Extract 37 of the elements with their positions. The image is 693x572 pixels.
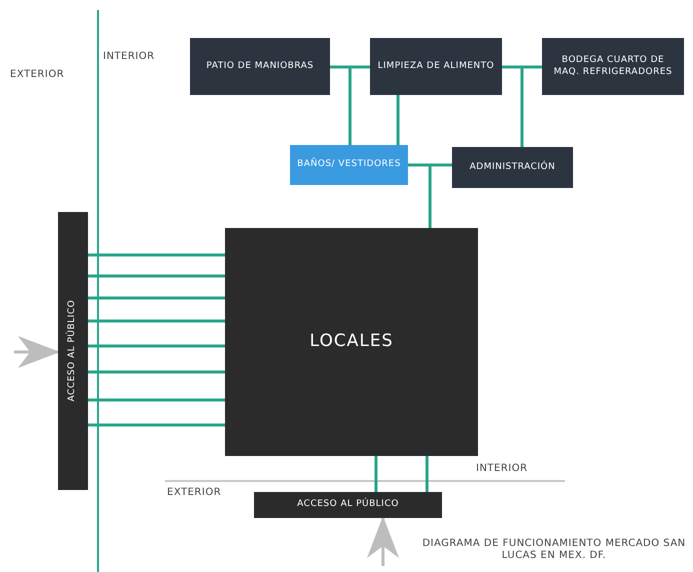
room-box: [190, 38, 330, 95]
room-box: [370, 38, 502, 95]
arrow: [367, 516, 399, 566]
room-name: LIMPIEZA DE ALIMENTO: [378, 60, 494, 72]
area-block: [225, 228, 478, 456]
connector-line: [88, 344, 225, 348]
room-name: ADMINISTRACIÓN: [470, 162, 556, 174]
connector-line: [330, 66, 352, 145]
room-name: ACCESO AL PÚBLICO: [67, 300, 78, 402]
connector-line: [374, 456, 378, 492]
arrow: [14, 336, 60, 368]
room-name: BODEGA CUARTO DE MAQ. REFRIGERADORES: [552, 55, 674, 78]
zone-label: EXTERIOR: [167, 487, 222, 498]
zone-label: INTERIOR: [103, 51, 155, 62]
caption: DIAGRAMA DE FUNCIONAMIENTO MERCADO SAN LUCAS EN MEX. DF.: [421, 538, 687, 562]
room-name: LOCALES: [310, 331, 394, 353]
connector-line: [408, 164, 432, 228]
room-box: [290, 145, 408, 185]
connector-line: [88, 370, 225, 374]
connector-line: [396, 95, 400, 145]
room-name: BAÑOS/ VESTIDORES: [297, 159, 401, 171]
connector-line: [88, 398, 225, 402]
room-box: [58, 212, 88, 490]
zone-label: INTERIOR: [476, 463, 528, 474]
room-name: ACCESO AL PÚBLICO: [297, 499, 399, 511]
connector-line: [426, 456, 428, 492]
connector-line: [88, 424, 225, 426]
room-box: [452, 147, 573, 188]
connector-line: [88, 274, 225, 278]
connector-line: [520, 66, 542, 147]
room-box: [542, 38, 684, 95]
room-name: PATIO DE MANIOBRAS: [206, 60, 314, 72]
room-box: [254, 492, 442, 518]
connector-line: [88, 254, 225, 256]
zone-label: EXTERIOR: [10, 69, 64, 80]
connector-line: [88, 296, 225, 300]
connector-line: [88, 320, 225, 322]
